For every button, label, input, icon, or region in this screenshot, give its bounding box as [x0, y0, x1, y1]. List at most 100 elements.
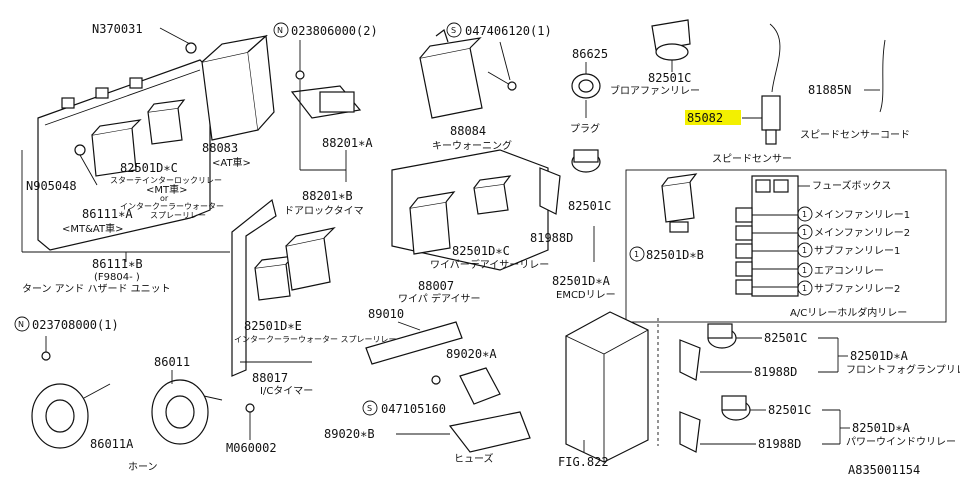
door-lock-timer	[290, 85, 362, 119]
label-82501da-emcd: 82501D∗A	[552, 274, 611, 288]
label-88201a: 88201∗A	[322, 136, 373, 150]
label-82501dc-2: 82501D∗C	[452, 244, 510, 258]
circle-n-2: N	[18, 320, 24, 329]
label-81885n: 81885N	[808, 83, 851, 97]
key-warning-88084	[419, 29, 483, 119]
relay-82501dc-1	[147, 99, 186, 145]
label-88201b: 88201∗B	[302, 189, 353, 203]
speed-sensor-85082	[761, 95, 781, 145]
label-n905048: N905048	[26, 179, 77, 193]
label-speed-sensor: スピードセンサー	[712, 153, 792, 165]
horn-86011a	[31, 383, 111, 449]
relay-86111a	[91, 119, 142, 177]
label-f9804: (F9804- )	[94, 272, 140, 283]
label-main-fan-relay-1: メインファンリレー1	[814, 210, 910, 221]
label-mt-at: <MT&AT車>	[62, 222, 123, 235]
label-82501c-r2: 82501C	[768, 403, 811, 417]
relay-88017	[285, 226, 336, 291]
label-023806000: 023806000(2)	[291, 24, 378, 38]
cord-81885n	[879, 39, 886, 113]
label-88084: 88084	[450, 124, 486, 138]
clip-81988d-r2	[679, 411, 701, 453]
label-turn-hazard: ターン アンド ハザード ユニット	[22, 283, 171, 295]
nut-023708000	[41, 351, 51, 361]
label-horn: ホーン	[128, 461, 158, 473]
label-wiper-deicer: ワイパ デアイサー	[398, 292, 480, 305]
fuse-holder-89020a	[459, 367, 501, 405]
screw-047105160	[431, 375, 441, 385]
label-sub-fan-relay-1: サブファンリレー1	[814, 244, 900, 257]
circle-1-mf1: 1	[802, 210, 807, 219]
relay-82501c-top	[651, 19, 691, 61]
label-82501de: 82501D∗E	[244, 319, 302, 333]
relay-82501dc-2	[473, 175, 512, 215]
label-82501dc-1: 82501D∗C	[120, 161, 178, 175]
label-starter-interlock: スターテインターロックリレー	[110, 176, 222, 185]
circle-s-2: S	[367, 404, 372, 413]
circle-1-ac: 1	[802, 266, 807, 275]
label-81988d-r1: 81988D	[754, 365, 797, 379]
bracket-fig822	[565, 311, 649, 463]
label-interlock-spray: インタークーラーウォーター スプレーリレー	[234, 335, 397, 344]
speed-sensor-cord-wire	[769, 23, 781, 93]
label-m060002: M060002	[226, 441, 277, 455]
label-82501c-r1: 82501C	[764, 331, 807, 345]
bolt-n905048	[74, 144, 86, 156]
label-blower-relay: ブロアファンリレー	[610, 84, 700, 97]
relay-82501db	[661, 173, 698, 233]
relay-82501c-r2	[721, 395, 751, 421]
bolt-m060002	[245, 403, 255, 413]
label-main-fan-relay-2: メインファンリレー2	[814, 228, 910, 239]
label-spray-relay: スプレーリレー	[150, 211, 206, 220]
label-86011: 86011	[154, 355, 190, 369]
label-emcd-relay: EMCDリレー	[556, 290, 616, 301]
label-82501db: 82501D∗B	[646, 248, 704, 262]
clip-81988d	[539, 167, 561, 215]
circle-1-sf1: 1	[802, 246, 807, 255]
highlight-85082	[685, 110, 741, 125]
relay-88007	[409, 191, 456, 255]
label-82501da-r2: 82501D∗A	[852, 421, 911, 435]
label-88083: 88083	[202, 141, 238, 155]
label-81988d-r2: 81988D	[758, 437, 801, 451]
circle-s-1: S	[451, 26, 456, 35]
relay-82501de	[254, 255, 296, 301]
circle-1-sf2: 1	[802, 284, 807, 293]
relay-82501c-mid	[571, 149, 601, 173]
label-81988d-mid: 81988D	[530, 231, 573, 245]
screw-047406120	[507, 81, 517, 91]
label-door-lock-timer: ドアロックタイマ	[284, 205, 364, 217]
label-mt-car: <MT車>	[146, 183, 188, 196]
fuse-89010	[365, 321, 463, 365]
label-interlock-warning: インタークーラーウォーター	[120, 202, 224, 211]
bracket-88017	[231, 198, 277, 377]
fuse-holder-89020b	[448, 411, 531, 453]
circle-1-82501db: 1	[634, 250, 639, 259]
label-86111b: 86111∗B	[92, 257, 143, 271]
nut-023806000	[295, 70, 305, 80]
label-fig822: FIG.822	[558, 455, 609, 469]
relay-box-88083	[201, 34, 275, 141]
label-023708000: 023708000(1)	[32, 318, 119, 332]
label-ac-relay-holder: A/Cリレーホルダ内リレー	[790, 306, 907, 319]
label-86011a: 86011A	[90, 437, 134, 451]
label-at-car: <AT車>	[212, 156, 251, 169]
label-sub-fan-relay-2: サブファンリレー2	[814, 282, 900, 295]
label-88007: 88007	[418, 279, 454, 293]
label-88017: 88017	[252, 371, 288, 385]
label-n370031: N370031	[92, 22, 143, 36]
nut-n370031	[185, 42, 197, 54]
circle-n-1: N	[277, 26, 283, 35]
label-82501c-mid: 82501C	[568, 199, 611, 213]
label-89010: 89010	[368, 307, 404, 321]
label-speed-sensor-cord: スピードセンサーコード	[800, 129, 910, 141]
label-89020a: 89020∗A	[446, 347, 497, 361]
circle-1-mf2: 1	[802, 228, 807, 237]
clip-81988d-r1	[679, 339, 701, 381]
label-047406120: 047406120(1)	[465, 24, 552, 38]
label-82501c-top: 82501C	[648, 71, 691, 85]
label-86625: 86625	[572, 47, 608, 61]
label-86111a: 86111∗A	[82, 207, 133, 221]
